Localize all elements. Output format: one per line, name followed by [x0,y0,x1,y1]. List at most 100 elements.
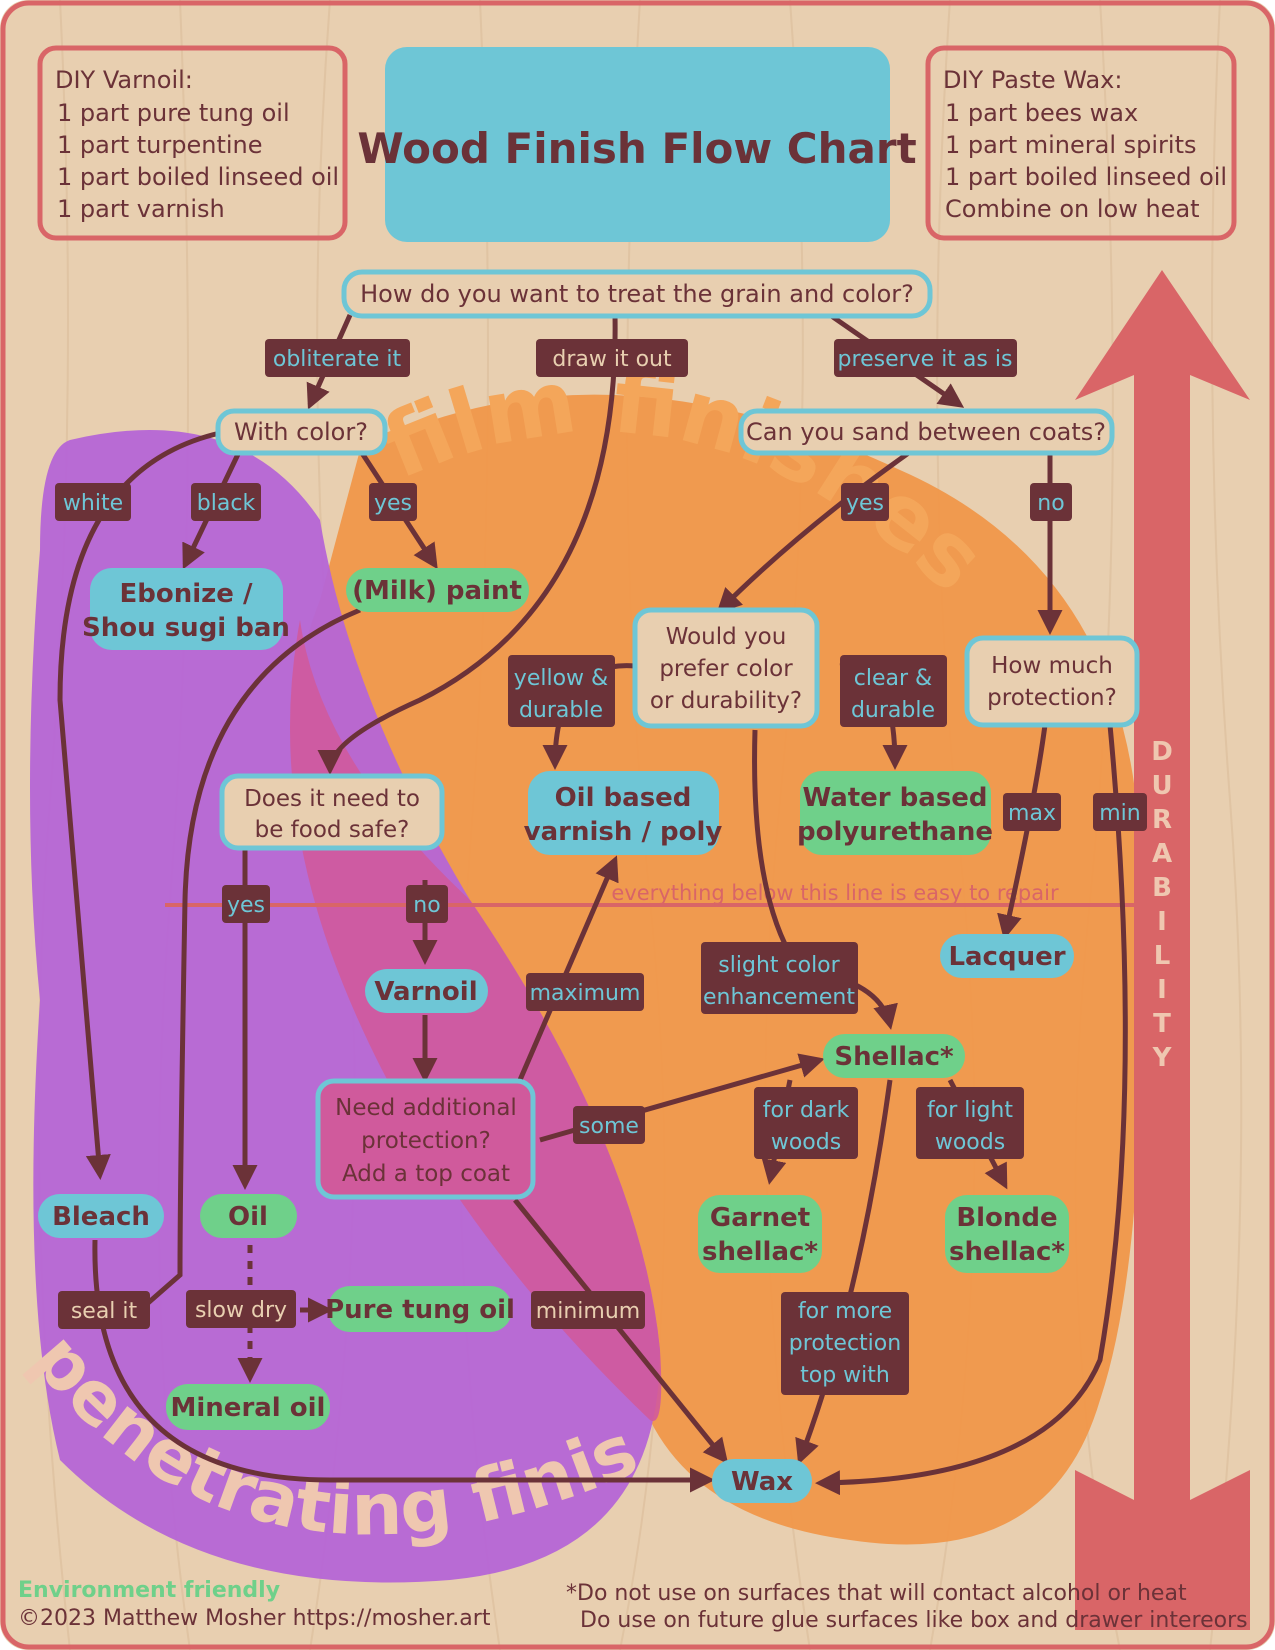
branch-label-max: max [1003,793,1061,831]
durability-arrow [1075,270,1250,1630]
question-additional: Need additional protection? Add a top co… [315,1078,536,1200]
varnoil-recipe-line: 1 part varnish [57,195,225,223]
branch-label-some: some [573,1106,645,1144]
svg-text:yellow &: yellow & [514,666,608,691]
svg-text:With color?: With color? [234,418,368,446]
paste-wax-recipe-line: Combine on low heat [945,195,1200,223]
question-prefer: Would you prefer color or durability? [632,607,820,729]
svg-text:prefer color: prefer color [659,656,793,682]
svg-text:max: max [1008,801,1056,826]
svg-text:Varnoil: Varnoil [374,977,477,1007]
svg-text:Shellac*: Shellac* [834,1042,954,1072]
svg-text:How do you want to treat the g: How do you want to treat the grain and c… [360,280,914,308]
svg-text:seal it: seal it [71,1299,138,1324]
svg-text:or durability?: or durability? [650,688,802,714]
varnoil-recipe-line: 1 part turpentine [57,131,263,159]
svg-text:(Milk) paint: (Milk) paint [352,576,522,606]
svg-text:draw it out: draw it out [552,347,672,372]
svg-text:yes: yes [374,491,412,516]
svg-text:woods: woods [771,1130,841,1155]
svg-text:Add a top coat: Add a top coat [342,1161,510,1187]
svg-text:shellac*: shellac* [949,1237,1065,1267]
svg-text:Water based: Water based [802,783,987,813]
finish-lacquer: Lacquer [940,934,1074,978]
svg-text:white: white [63,491,123,516]
svg-text:min: min [1099,801,1141,826]
svg-text:enhancement: enhancement [703,985,855,1010]
branch-label-white: white [55,483,131,521]
page-title: Wood Finish Flow Chart [357,124,916,173]
question-with-color: With color? [215,408,388,456]
branch-label-maximum: maximum [526,973,644,1011]
branch-label-minimum: minimum [531,1291,645,1329]
branch-label-preserve: preserve it as is [834,339,1017,377]
svg-text:polyurethane: polyurethane [797,817,993,847]
svg-text:Wax: Wax [731,1467,793,1497]
finish-shellac: Shellac* [823,1034,965,1078]
paste-wax-recipe-line: 1 part boiled linseed oil [945,163,1227,191]
finish-wax: Wax [712,1459,812,1503]
finish-water-poly: Water based polyurethane [797,771,993,855]
question-grain: How do you want to treat the grain and c… [341,269,933,319]
svg-text:shellac*: shellac* [702,1237,818,1267]
finish-mineral-oil: Mineral oil [166,1384,330,1430]
svg-text:Garnet: Garnet [710,1203,810,1233]
finish-blonde-shellac: Blonde shellac* [945,1195,1069,1273]
branch-label-seal: seal it [58,1291,150,1329]
paste-wax-recipe-box: DIY Paste Wax: 1 part bees wax 1 part mi… [925,45,1237,241]
branch-label-slow-dry: slow dry [186,1290,296,1328]
svg-text:How much: How much [991,653,1113,679]
finish-milk-paint: (Milk) paint [346,568,529,612]
svg-text:some: some [579,1114,639,1139]
branch-label-yes-sand: yes [841,483,889,521]
svg-text:Does it need to: Does it need to [244,786,420,812]
svg-text:yes: yes [227,893,265,918]
question-food-safe: Does it need to be food safe? [219,773,445,851]
svg-text:Would you: Would you [666,624,787,650]
varnoil-recipe-heading: DIY Varnoil: [55,66,193,94]
svg-text:Oil: Oil [228,1202,268,1232]
svg-text:clear &: clear & [854,666,932,691]
svg-text:durable: durable [851,698,935,723]
svg-text:Blonde: Blonde [956,1203,1057,1233]
svg-text:Bleach: Bleach [52,1202,150,1232]
eco-legend: Environment friendly [18,1578,280,1603]
svg-text:top with: top with [800,1363,890,1388]
svg-text:Shou sugi ban: Shou sugi ban [82,613,290,643]
svg-text:Lacquer: Lacquer [948,942,1065,972]
svg-text:woods: woods [935,1130,1005,1155]
branch-label-obliterate: obliterate it [265,339,410,377]
finish-bleach: Bleach [38,1194,164,1238]
finish-varnoil: Varnoil [365,969,488,1013]
finish-pure-tung-oil: Pure tung oil [325,1286,515,1332]
branch-label-clear-durable: clear & durable [840,655,947,727]
svg-text:Mineral oil: Mineral oil [171,1393,326,1423]
branch-label-min: min [1093,793,1147,831]
svg-text:for light: for light [927,1098,1013,1123]
repair-line-label: everything below this line is easy to re… [611,881,1059,905]
question-sand: Can you sand between coats? [738,408,1115,456]
svg-text:obliterate it: obliterate it [273,347,402,372]
footnote-2: Do use on future glue surfaces like box … [580,1608,1248,1633]
branch-label-yes-color: yes [369,483,417,521]
paste-wax-recipe-heading: DIY Paste Wax: [943,66,1122,94]
varnoil-recipe-box: DIY Varnoil: 1 part pure tung oil 1 part… [37,45,348,241]
svg-text:Pure tung oil: Pure tung oil [325,1295,515,1325]
varnoil-recipe-line: 1 part boiled linseed oil [57,163,339,191]
paste-wax-recipe-line: 1 part mineral spirits [945,131,1197,159]
svg-text:Need additional: Need additional [335,1095,517,1121]
finish-ebonize: Ebonize / Shou sugi ban [82,568,290,650]
svg-text:varnish / poly: varnish / poly [524,817,723,847]
footnote-1: *Do not use on surfaces that will contac… [566,1581,1187,1606]
svg-text:maximum: maximum [530,981,641,1006]
svg-text:preserve it as is: preserve it as is [838,347,1013,372]
svg-text:Ebonize /: Ebonize / [120,579,253,609]
svg-text:no: no [413,893,440,918]
svg-text:durable: durable [519,698,603,723]
